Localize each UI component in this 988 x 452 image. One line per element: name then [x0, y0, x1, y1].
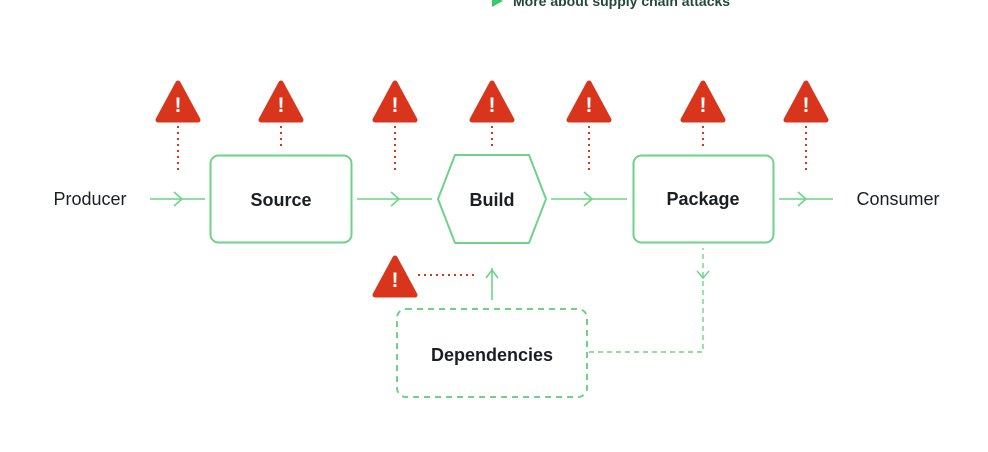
- warning-icons: !!!!!!!!: [155, 80, 829, 298]
- producer-label: Producer: [53, 189, 126, 209]
- warning-icon: !: [566, 80, 612, 123]
- exclamation-mark: !: [586, 94, 593, 117]
- source-node[interactable]: [209, 154, 353, 244]
- warning-icon: !: [783, 80, 829, 123]
- warning-icon: !: [469, 80, 515, 123]
- warning-triangle: [680, 80, 726, 123]
- package-label: Package: [666, 189, 739, 209]
- warning-icon: !: [155, 80, 201, 123]
- warning-triangle: [258, 80, 304, 123]
- warning-triangle: [372, 255, 418, 298]
- warning-icon: !: [680, 80, 726, 123]
- warning-triangle: [469, 80, 515, 123]
- warning-icon: !: [258, 80, 304, 123]
- consumer-label: Consumer: [856, 189, 939, 209]
- build-label: Build: [470, 190, 515, 210]
- build-node[interactable]: [437, 154, 547, 244]
- threat-lines: [177, 126, 807, 276]
- warning-triangle: [566, 80, 612, 123]
- arrow-producer-source: [173, 191, 184, 207]
- dependencies-node[interactable]: [396, 308, 588, 398]
- play-triangle-icon: [492, 0, 503, 7]
- flow-connectors: [150, 191, 833, 300]
- warning-triangle: [372, 80, 418, 123]
- warning-triangle: [783, 80, 829, 123]
- warning-icon: !: [372, 80, 418, 123]
- arrow-package-dependencies: [696, 270, 710, 280]
- exclamation-mark: !: [489, 94, 496, 117]
- supply-chain-attacks-link[interactable]: More about supply chain attacks: [492, 0, 730, 9]
- arrow-source-build: [390, 191, 401, 207]
- arrow-package-consumer: [797, 191, 808, 207]
- connector-package-dependencies: [589, 248, 704, 353]
- warning-triangle: [155, 80, 201, 123]
- exclamation-mark: !: [392, 269, 399, 292]
- exclamation-mark: !: [278, 94, 285, 117]
- arrow-dependencies-build: [485, 268, 499, 279]
- exclamation-mark: !: [803, 94, 810, 117]
- exclamation-mark: !: [175, 94, 182, 117]
- exclamation-mark: !: [700, 94, 707, 117]
- link-label: More about supply chain attacks: [513, 0, 731, 9]
- arrow-build-package: [583, 191, 594, 207]
- dependencies-label: Dependencies: [431, 345, 553, 365]
- dashed-connector: [589, 248, 710, 353]
- source-label: Source: [250, 190, 311, 210]
- package-node[interactable]: [632, 154, 775, 244]
- warning-icon: !: [372, 255, 418, 298]
- exclamation-mark: !: [392, 94, 399, 117]
